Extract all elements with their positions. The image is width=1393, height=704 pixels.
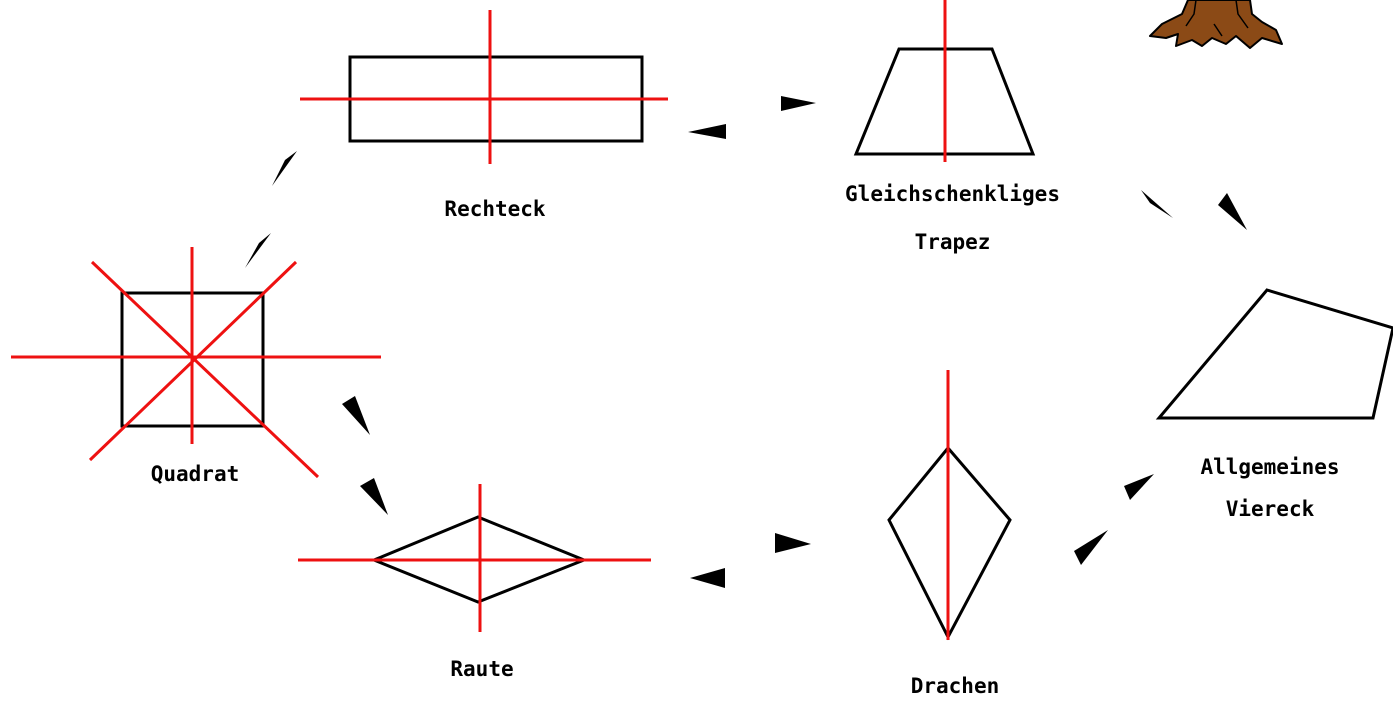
arrow-trapez-to-rechteck <box>688 124 726 139</box>
quadrat-axis-diagonal-2 <box>88 260 298 462</box>
quadrat-shape <box>11 247 381 479</box>
arrow-viereck-to-drachen-2 <box>1074 530 1108 565</box>
viereck-label-line1: Allgemeines <box>1200 455 1340 479</box>
drachen-shape <box>887 370 1012 641</box>
arrow-quadrat-to-raute-2 <box>360 478 388 515</box>
trapez-label-line2: Trapez <box>914 230 991 254</box>
raute-label: Raute <box>450 657 514 681</box>
raute-outline <box>370 515 589 604</box>
rechteck-label: Rechteck <box>444 197 546 221</box>
trapez-outline <box>853 47 1036 156</box>
arrow-quadrat-to-raute-1 <box>342 396 370 435</box>
arrow-raute-to-drachen <box>775 533 811 553</box>
viereck-outline <box>1155 288 1393 420</box>
tree-roots-icon <box>1149 0 1283 49</box>
viereck-shape <box>1155 288 1393 420</box>
quadrat-axis-diagonal-1 <box>90 260 320 479</box>
trapez-label-line1: Gleichschenkliges <box>845 182 1060 206</box>
arrow-trapez-to-viereck <box>1141 190 1173 218</box>
rechteck-shape <box>300 10 668 164</box>
arrow-drachen-to-raute <box>690 568 725 588</box>
arrows <box>245 96 1247 588</box>
viereck-label-line2: Viereck <box>1225 497 1315 521</box>
arrow-viereck-to-trapez <box>1218 193 1247 230</box>
raute-shape <box>298 484 651 632</box>
trapez-shape <box>853 0 1036 162</box>
arrow-rechteck-to-quadrat <box>245 233 271 268</box>
drachen-label: Drachen <box>910 674 1000 698</box>
arrow-viereck-to-drachen-1 <box>1124 474 1154 500</box>
arrow-quadrat-to-rechteck <box>272 151 297 186</box>
arrow-rechteck-to-trapez <box>781 96 816 111</box>
quadrat-label: Quadrat <box>150 462 240 486</box>
